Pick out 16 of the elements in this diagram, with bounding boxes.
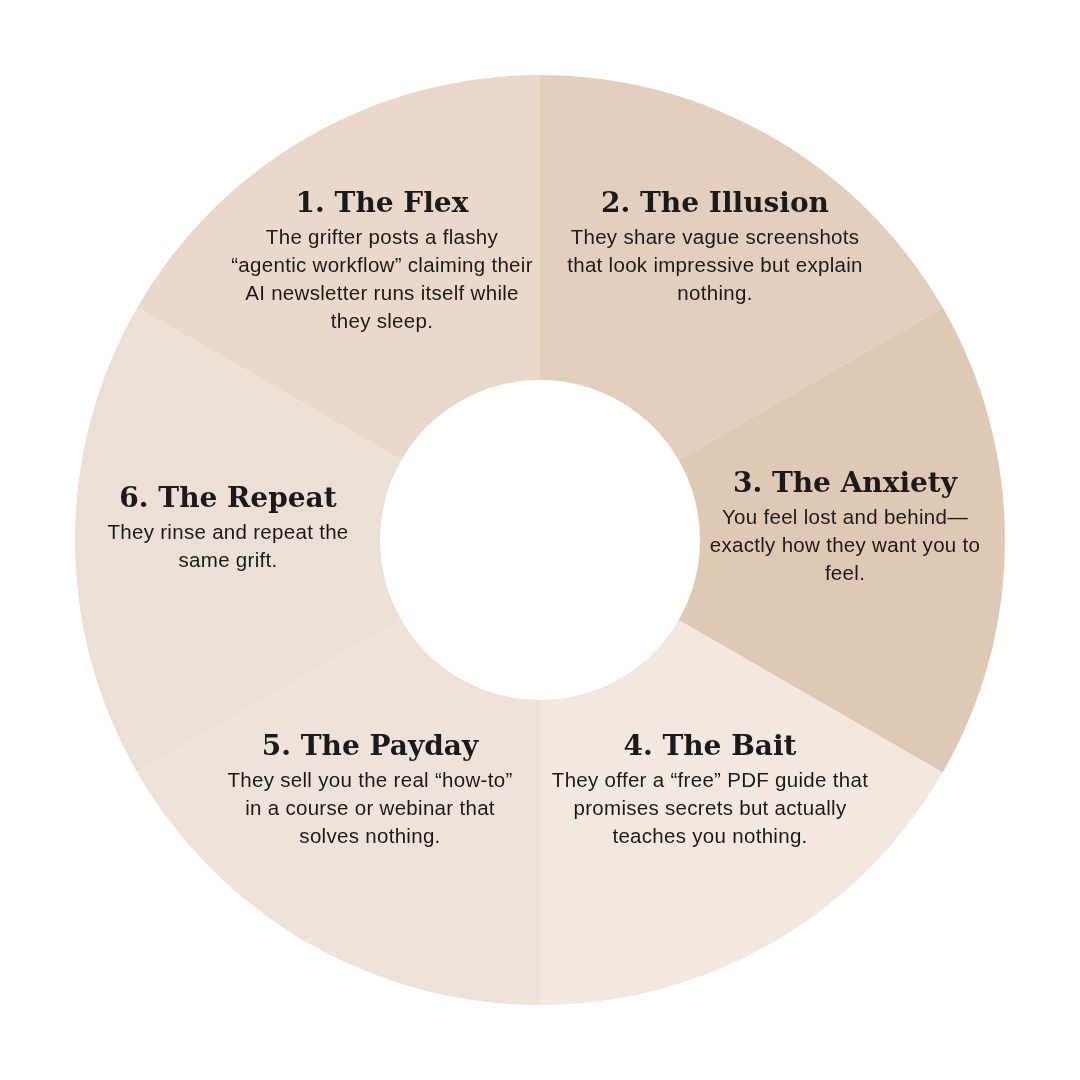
step-description: The grifter posts a flashy “agentic workflow” claiming their AI newsletter runs itself while they sleep. (230, 224, 534, 334)
step-heading: 3. The Anxiety (731, 465, 959, 501)
step-heading: 2. The Illusion (600, 185, 830, 221)
cycle-segment (540, 620, 943, 1005)
step-description: They share vague screenshots that look impressive but explain nothing. (566, 224, 864, 306)
cycle-segment (137, 75, 540, 460)
step-heading: 6. The Repeat (118, 480, 338, 516)
step-heading: 4. The Bait (622, 728, 798, 764)
step-heading: 5. The Payday (260, 728, 480, 764)
cycle-segment (540, 75, 943, 460)
step-description: They sell you the real “how-to” in a course or webinar that solves nothing. (226, 767, 514, 849)
cycle-segment (137, 620, 541, 1005)
step-description: They rinse and repeat the same grift. (106, 519, 350, 573)
step-heading: 1. The Flex (294, 185, 470, 221)
step-description: You feel lost and behind—exactly how they want you to feel. (708, 504, 982, 586)
step-description: They offer a “free” PDF guide that promises secrets but actually teaches you nothing. (550, 767, 870, 849)
